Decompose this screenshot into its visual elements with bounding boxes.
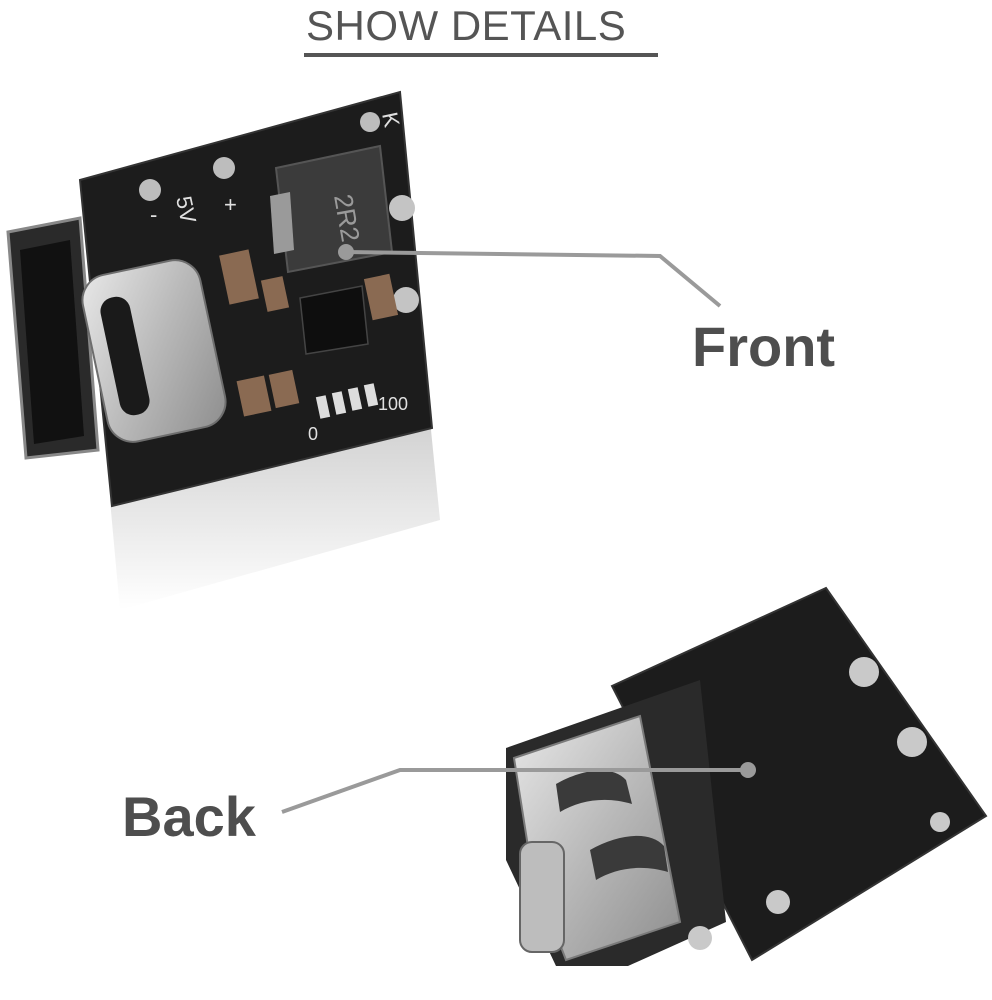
back-leader-dot [740, 762, 756, 778]
usb-a-contact [556, 770, 632, 812]
back-board [506, 586, 988, 966]
capacitor [268, 369, 300, 409]
pad-hole [930, 812, 950, 832]
silk-plus: + [224, 192, 237, 217]
back-label: Back [122, 785, 256, 848]
front-board: 5V + - 2R2 K 0 100 [6, 90, 440, 610]
pad-hole [139, 179, 161, 201]
led [363, 383, 379, 407]
pad-hole [393, 287, 419, 313]
pad-hole [849, 657, 879, 687]
silk-5v: 5V [171, 194, 201, 226]
title-underline [304, 53, 658, 57]
led [315, 395, 331, 419]
front-label: Front [692, 315, 836, 378]
pad-hole [389, 195, 415, 221]
front-leader-line [345, 250, 722, 308]
ic-chip [299, 285, 369, 355]
capacitor [219, 249, 259, 305]
usb-a-opening [20, 240, 84, 444]
back-leader-line [281, 768, 748, 814]
usb-c-opening [100, 296, 150, 416]
header: SHOW DETAILS [0, 0, 992, 70]
page-title: SHOW DETAILS [306, 2, 627, 49]
inductor-terminal [270, 192, 294, 254]
led [331, 391, 347, 415]
pad-hole [213, 157, 235, 179]
pad-hole [688, 926, 712, 950]
pad-hole [897, 727, 927, 757]
capacitor [363, 273, 399, 321]
silk-minus: - [150, 202, 157, 227]
silk-led-end: 100 [378, 394, 408, 414]
front-leader-dot [338, 244, 354, 260]
capacitor [260, 276, 290, 312]
usb-a-contact [590, 835, 668, 880]
silk-k: K [377, 110, 405, 130]
usb-c-port-back [519, 841, 565, 953]
silk-led-start: 0 [308, 424, 318, 444]
capacitor [236, 375, 272, 417]
led [347, 387, 363, 411]
board-reflection [110, 420, 440, 610]
pad-hole [766, 890, 790, 914]
pad-hole [360, 112, 380, 132]
